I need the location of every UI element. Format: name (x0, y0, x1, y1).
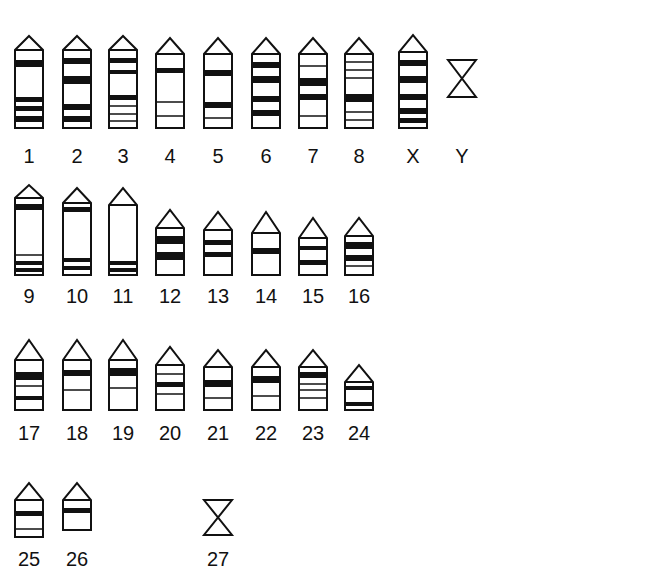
chromosome-ideogram (345, 38, 373, 128)
chromosome-number: 8 (353, 145, 364, 168)
chromosome-ideogram (345, 365, 373, 410)
chromosome-number: 22 (255, 422, 277, 445)
chromosome-number: 21 (207, 422, 229, 445)
chromosome-number: 10 (66, 285, 88, 308)
chromosome-ideogram (299, 350, 327, 410)
chromosome-number: 26 (66, 548, 88, 571)
chromosome-number: 3 (117, 145, 128, 168)
chromosome-number: 24 (348, 422, 370, 445)
chromosome-ideogram (345, 218, 373, 275)
chromosome-ideogram (109, 188, 137, 275)
chromosome-ideogram (252, 38, 280, 128)
chromosome-number: 9 (23, 285, 34, 308)
chromosome-ideogram (204, 212, 232, 275)
chromosome-ideogram (252, 212, 280, 275)
chromosome-number: 25 (18, 548, 40, 571)
chromosome-ideogram (204, 350, 232, 410)
chromosome-ideogram (156, 38, 184, 128)
chromosome-number: Y (455, 145, 468, 168)
chromosome-ideogram (299, 38, 327, 128)
chromosome-number: 1 (23, 145, 34, 168)
chromosome-number: 12 (159, 285, 181, 308)
chromosome-ideogram (109, 36, 137, 128)
chromosome-number: 4 (164, 145, 175, 168)
chromosome-number: 2 (71, 145, 82, 168)
chromosome-ideogram (15, 36, 43, 128)
chromosome-ideogram (63, 188, 91, 275)
chromosome-number: 11 (113, 285, 134, 308)
chromosome-ideogram (15, 185, 43, 275)
chromosome-ideogram (204, 38, 232, 128)
chromosome-number: 13 (207, 285, 229, 308)
chromosome-ideogram (109, 340, 137, 410)
chromosome-ideogram (63, 340, 91, 410)
chromosome-ideogram (15, 340, 43, 410)
chromosome-ideogram (156, 210, 184, 275)
chromosome-number: 18 (66, 422, 88, 445)
chromosome-number: 15 (302, 285, 324, 308)
chromosome-number: 5 (212, 145, 223, 168)
chromosome-ideogram (156, 347, 184, 410)
chromosome-ideogram (448, 60, 476, 97)
chromosome-number: 27 (207, 548, 229, 571)
chromosome-number: 6 (260, 145, 271, 168)
chromosome-ideogram (299, 218, 327, 275)
chromosome-number: 7 (307, 145, 318, 168)
chromosome-ideogram (252, 350, 280, 410)
chromosome-ideogram (63, 36, 91, 128)
chromosome-number: 23 (302, 422, 324, 445)
chromosome-ideogram (399, 35, 427, 128)
chromosome-ideogram (204, 500, 232, 535)
chromosome-number: 17 (18, 422, 40, 445)
chromosome-number: 14 (255, 285, 277, 308)
chromosome-number: 20 (159, 422, 181, 445)
chromosome-number: X (406, 145, 419, 168)
chromosome-number: 19 (112, 422, 134, 445)
chromosome-ideogram (15, 483, 43, 537)
chromosome-ideogram (63, 483, 91, 530)
chromosome-number: 16 (348, 285, 370, 308)
